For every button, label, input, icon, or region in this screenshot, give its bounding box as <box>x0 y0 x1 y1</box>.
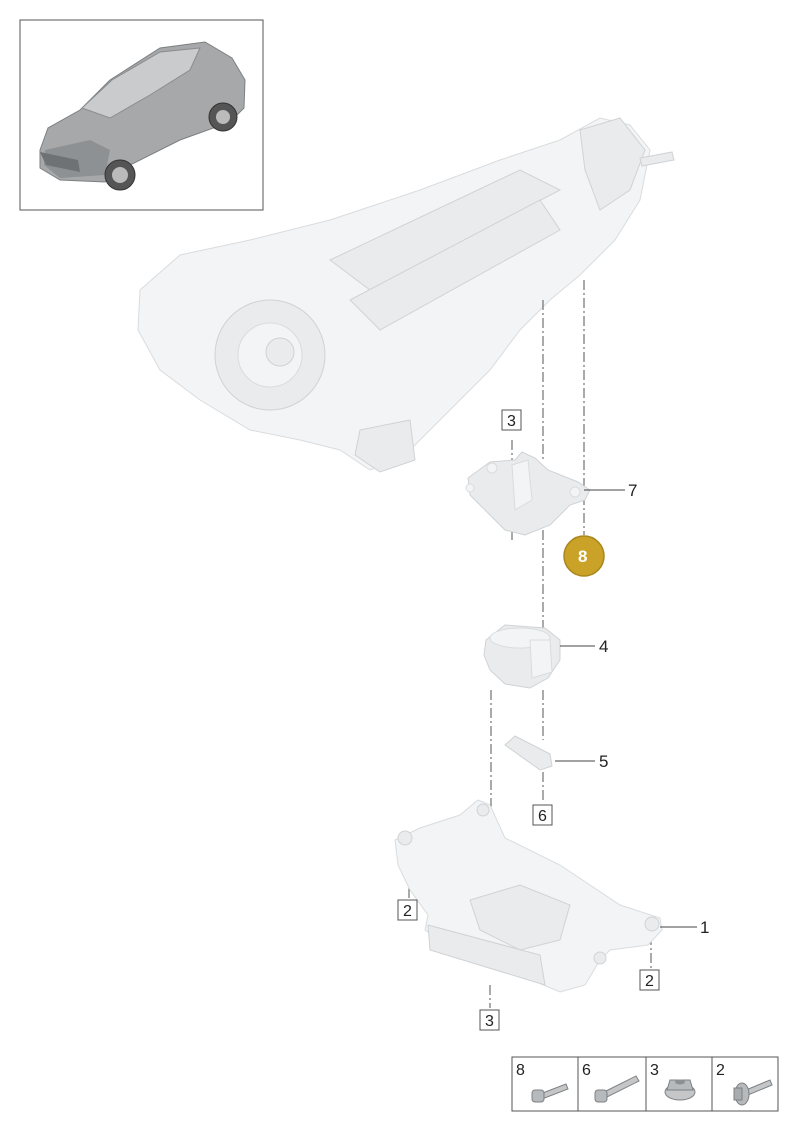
callout-2-right-box <box>639 969 660 991</box>
fastener-cell-6 <box>577 1056 647 1112</box>
flange-nut-icon <box>664 1079 696 1101</box>
car-image <box>39 41 246 191</box>
vehicle-thumbnail <box>19 19 264 211</box>
heat-shield-plate <box>504 735 553 771</box>
callout-2-left-box <box>397 899 418 921</box>
callout-2-left: 2 <box>403 903 412 920</box>
crossmember <box>394 799 663 993</box>
callout-6-box <box>532 804 553 826</box>
long-bolt-icon <box>594 1075 640 1103</box>
callout-3-bottom-box <box>479 1009 500 1031</box>
callout-5: 5 <box>599 752 608 771</box>
badge-label: 8 <box>578 547 587 566</box>
callout-2-right: 2 <box>645 973 654 990</box>
highlight-badge-8[interactable]: 8 <box>563 535 605 577</box>
fastener-number: 8 <box>516 1062 525 1079</box>
fastener-table: 8 6 3 2 <box>511 1056 779 1112</box>
callout-6: 6 <box>538 808 547 825</box>
fastener-number: 3 <box>650 1062 659 1079</box>
callout-1: 1 <box>700 918 709 937</box>
callout-3-top-box <box>501 409 522 431</box>
leader-lines <box>555 489 697 928</box>
callout-4: 4 <box>599 637 608 656</box>
bolt-icon <box>531 1083 569 1103</box>
fastener-number: 2 <box>716 1062 725 1079</box>
fastener-number: 6 <box>582 1062 591 1079</box>
transmission-mount <box>483 624 561 689</box>
transmission-bracket <box>465 451 591 536</box>
callout-3-top: 3 <box>507 413 516 430</box>
badge-circle <box>563 535 605 577</box>
flange-bolt-icon <box>733 1079 773 1106</box>
callout-7: 7 <box>628 481 637 500</box>
transmission <box>137 117 675 473</box>
callout-3-bottom: 3 <box>485 1013 494 1030</box>
callout-labels: 7 4 5 1 3 6 2 2 3 <box>397 409 709 1031</box>
